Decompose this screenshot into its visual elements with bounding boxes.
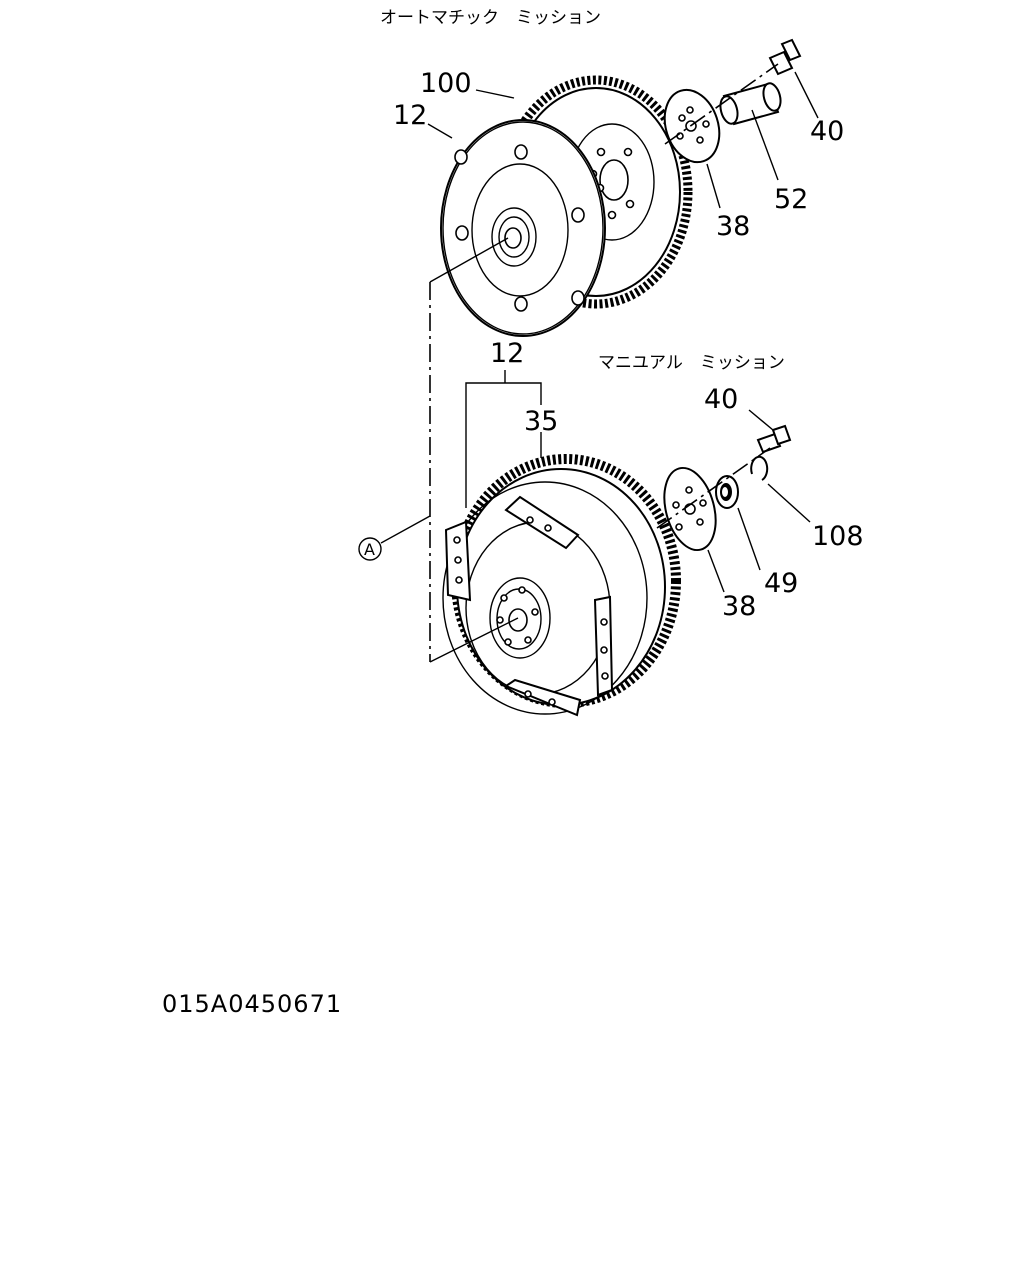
label-12-auto: 12 — [393, 100, 427, 131]
label-38-manual: 38 — [722, 591, 756, 622]
label-40-auto: 40 — [810, 116, 844, 147]
sleeve-52 — [719, 82, 782, 126]
label-108: 108 — [812, 521, 864, 552]
snap-ring-108 — [750, 455, 769, 481]
bolt-40-manual — [756, 424, 792, 454]
label-40-manual: 40 — [704, 384, 738, 415]
bearing-49 — [715, 475, 739, 509]
drawing-code: 015A0450671 — [162, 990, 342, 1018]
plate-38-manual — [663, 466, 717, 552]
reference-a: A — [358, 237, 519, 663]
flywheel-12 — [440, 119, 606, 337]
reference-a-circle — [358, 537, 382, 561]
label-35: 35 — [524, 406, 558, 437]
label-49: 49 — [764, 568, 798, 599]
plate-38-auto — [663, 88, 721, 164]
ring-gear-100 — [499, 75, 693, 309]
reference-a-label: A — [364, 540, 375, 559]
label-52: 52 — [774, 184, 808, 215]
label-100: 100 — [420, 68, 472, 99]
bolt-40-auto — [768, 38, 802, 76]
label-38-auto: 38 — [716, 211, 750, 242]
automatic-assembly: オートマチック ミッション — [380, 8, 844, 337]
flywheel-ring-gear-35 — [442, 454, 681, 717]
manual-title: マニユアル ミッション — [598, 353, 785, 373]
manual-assembly: マニユアル ミッション 12 35 — [442, 338, 864, 717]
automatic-title: オートマチック ミッション — [380, 8, 601, 28]
label-12-manual: 12 — [490, 338, 524, 369]
